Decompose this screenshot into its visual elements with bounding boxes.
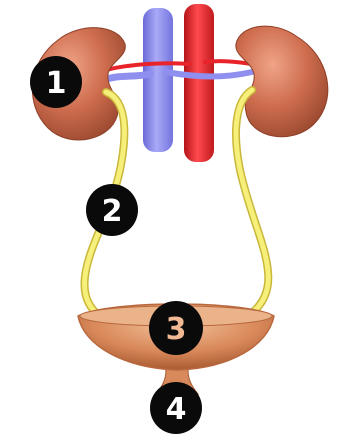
- marker-3-label: 3: [166, 312, 187, 347]
- marker-3: 3: [149, 301, 203, 355]
- marker-4-label: 4: [166, 392, 187, 427]
- aorta: [184, 4, 214, 162]
- right-kidney: [236, 26, 328, 137]
- marker-4: 4: [150, 382, 202, 434]
- marker-1: 1: [30, 56, 82, 108]
- marker-1-label: 1: [46, 66, 67, 101]
- vena-cava: [143, 8, 173, 152]
- marker-2-label: 2: [102, 194, 123, 229]
- marker-2: 2: [86, 184, 138, 236]
